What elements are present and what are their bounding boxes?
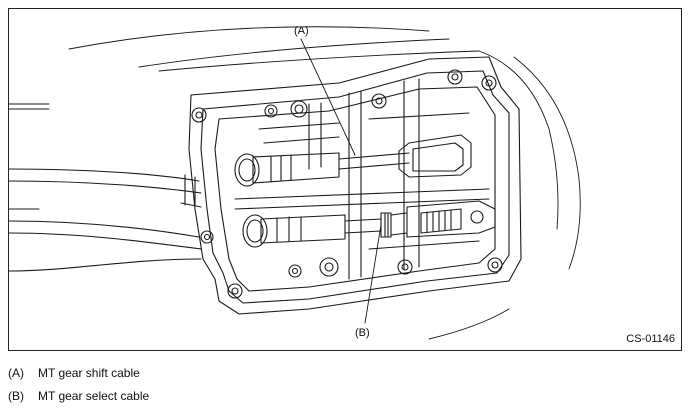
- housing-plate: [188, 56, 522, 315]
- cable-routing-lines: [9, 168, 202, 272]
- leader-line-a: [300, 38, 356, 156]
- callout-label-b: (B): [355, 327, 370, 339]
- leader-line-b: [364, 224, 382, 324]
- mounting-bolts: [191, 69, 503, 299]
- select-cable-assembly: [242, 200, 496, 248]
- figure-id-label: CS-01146: [626, 333, 675, 345]
- legend-text-b: MT gear select cable: [38, 389, 150, 403]
- diagram-figure: (A) (B) CS-01146: [8, 8, 682, 351]
- legend-key-a: (A): [8, 366, 24, 380]
- shift-cable-assembly: [234, 134, 472, 187]
- gear-cable-illustration: [9, 26, 581, 340]
- legend-key-b: (B): [8, 389, 24, 403]
- body-contour-lines: [9, 26, 581, 340]
- legend-item-a: (A) MT gear shift cable: [8, 366, 140, 380]
- legend-item-b: (B) MT gear select cable: [8, 389, 149, 403]
- callout-label-a: (A): [294, 25, 309, 37]
- legend-text-a: MT gear shift cable: [38, 366, 140, 380]
